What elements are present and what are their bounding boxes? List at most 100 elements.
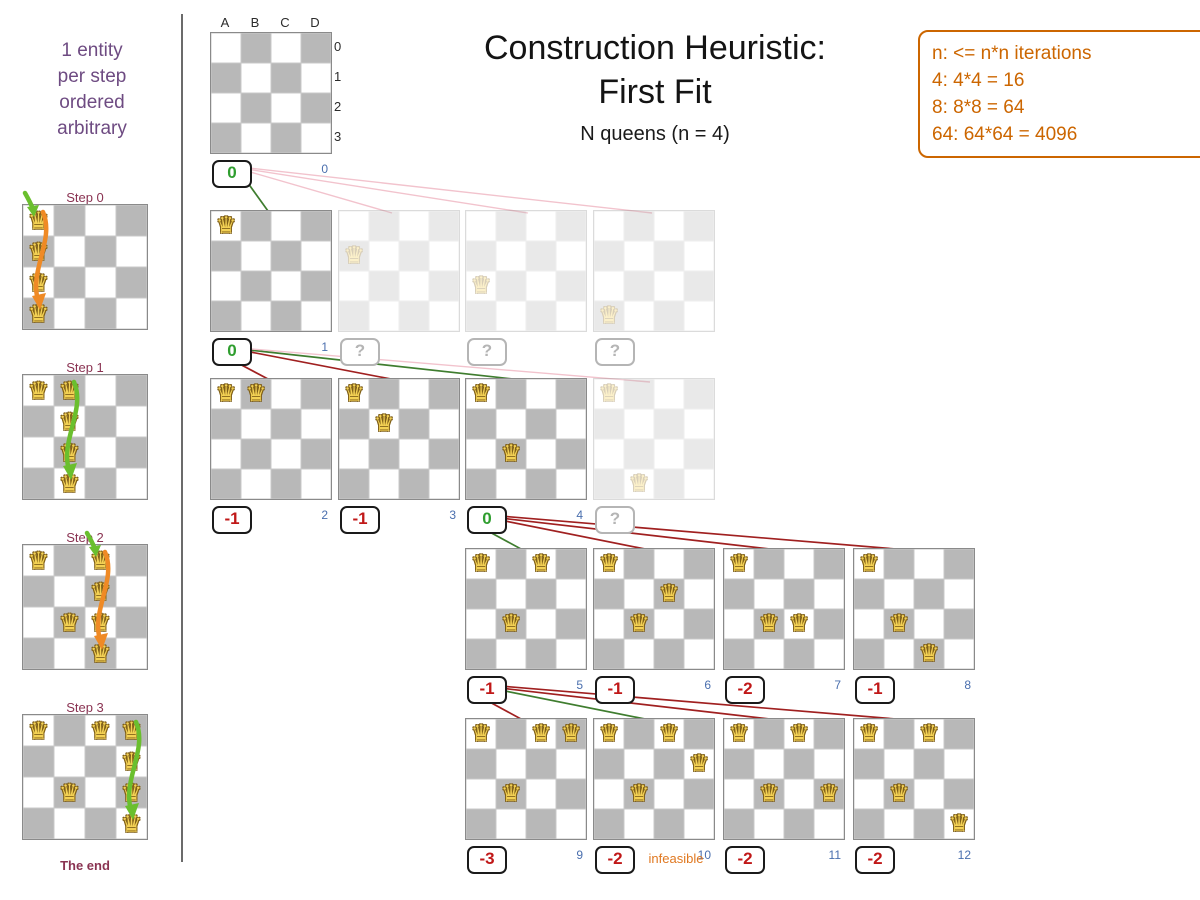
board-cell — [654, 409, 684, 439]
board-cell — [594, 779, 624, 809]
board-cell — [624, 439, 654, 469]
board-cell — [116, 437, 147, 468]
queen-icon: ♛ — [728, 551, 750, 577]
board-cell — [654, 639, 684, 669]
board-cell — [624, 809, 654, 839]
board-cell — [526, 579, 556, 609]
board-cell — [271, 379, 301, 409]
queen-icon: ♛ — [888, 781, 910, 807]
queen-icon: ♛ — [89, 639, 112, 668]
board-cell — [914, 719, 944, 749]
board-cell — [399, 271, 429, 301]
board-cell — [241, 379, 271, 409]
board-cell — [654, 241, 684, 271]
board-cell — [116, 607, 147, 638]
queen-icon: ♛ — [27, 237, 50, 266]
board-cell — [85, 437, 116, 468]
board-cell — [784, 549, 814, 579]
board-cell — [496, 409, 526, 439]
queen-icon: ♛ — [215, 381, 237, 407]
board-cell — [23, 638, 54, 669]
board-cell — [466, 639, 496, 669]
queen-icon: ♛ — [120, 747, 143, 776]
row-label: 2 — [334, 99, 342, 114]
chess-board-4: ♛♛ — [465, 378, 587, 500]
board-cell — [556, 271, 586, 301]
board-cell — [784, 609, 814, 639]
board-cell — [684, 439, 714, 469]
board-cell — [556, 409, 586, 439]
step-board-2: ♛♛♛♛♛♛ — [22, 544, 148, 670]
board-cell — [116, 298, 147, 329]
board-cell — [654, 719, 684, 749]
chess-board-10: ♛♛♛♛ — [593, 718, 715, 840]
score-badge: -2 — [855, 846, 895, 874]
queen-icon: ♛ — [628, 471, 650, 497]
board-cell — [594, 609, 624, 639]
board-cell — [301, 379, 331, 409]
board-cell — [54, 576, 85, 607]
board-cell — [85, 808, 116, 839]
board-cell — [814, 809, 844, 839]
board-cell — [429, 439, 459, 469]
page-title-line2: First Fit — [598, 73, 712, 111]
board-cell — [241, 439, 271, 469]
board-cell — [784, 779, 814, 809]
column-label: D — [310, 15, 320, 30]
board-cell — [654, 439, 684, 469]
board-cell — [654, 579, 684, 609]
board-cell — [241, 123, 271, 153]
board-cell — [594, 579, 624, 609]
board-cell — [496, 579, 526, 609]
board-cell — [624, 379, 654, 409]
board-cell — [301, 241, 331, 271]
board-cell — [526, 241, 556, 271]
board-cell — [496, 469, 526, 499]
board-index: 11 — [828, 848, 841, 862]
board-cell — [944, 609, 974, 639]
board-cell — [854, 779, 884, 809]
board-cell — [466, 749, 496, 779]
board-cell — [526, 719, 556, 749]
board-cell — [814, 719, 844, 749]
queen-icon: ♛ — [470, 273, 492, 299]
board-cell — [884, 809, 914, 839]
board-cell — [556, 579, 586, 609]
board-cell — [399, 379, 429, 409]
board-cell — [914, 639, 944, 669]
board-cell — [624, 271, 654, 301]
chess-board-5: ♛♛♛ — [465, 548, 587, 670]
board-cell — [684, 241, 714, 271]
board-cell — [496, 809, 526, 839]
board-cell — [301, 33, 331, 63]
board-cell — [684, 749, 714, 779]
board-cell — [914, 579, 944, 609]
board-cell — [85, 236, 116, 267]
board-cell — [211, 63, 241, 93]
chess-board-8: ♛♛♛ — [853, 548, 975, 670]
board-cell — [241, 469, 271, 499]
board-cell — [556, 549, 586, 579]
board-cell — [684, 579, 714, 609]
step-board-3: ♛♛♛♛♛♛♛ — [22, 714, 148, 840]
chess-board-7: ♛♛♛ — [723, 548, 845, 670]
board-cell — [271, 301, 301, 331]
board-cell — [301, 409, 331, 439]
board-cell — [814, 749, 844, 779]
board-cell — [211, 271, 241, 301]
board-cell — [594, 241, 624, 271]
queen-icon: ♛ — [343, 243, 365, 269]
board-cell — [556, 301, 586, 331]
board-cell — [399, 241, 429, 271]
queen-icon: ♛ — [58, 608, 81, 637]
board-cell — [684, 719, 714, 749]
queen-icon: ♛ — [500, 611, 522, 637]
board-cell — [624, 639, 654, 669]
board-cell — [496, 379, 526, 409]
board-cell — [724, 549, 754, 579]
board-cell — [594, 301, 624, 331]
queen-icon: ♛ — [628, 611, 650, 637]
queen-icon: ♛ — [58, 778, 81, 807]
info-line: 64: 64*64 = 4096 — [932, 124, 1078, 145]
queen-icon: ♛ — [788, 721, 810, 747]
